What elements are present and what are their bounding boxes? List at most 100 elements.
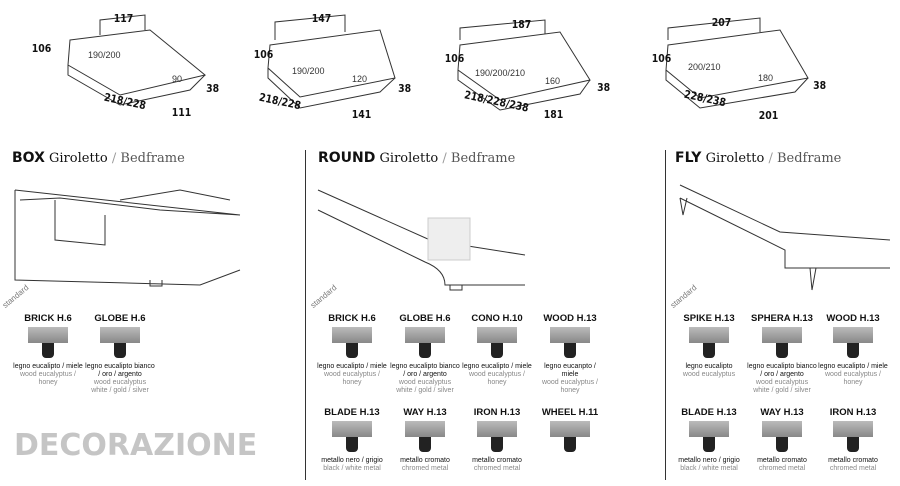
dimension-side: 38 xyxy=(206,82,220,95)
leg-image xyxy=(332,421,372,453)
leg-material-en: chromed metal xyxy=(401,465,449,472)
leg-name: WOOD H.13 xyxy=(826,313,880,324)
dimension-outer-width: 141 xyxy=(351,108,372,121)
leg-image xyxy=(689,327,729,359)
leg-material-en: chromed metal xyxy=(758,465,806,472)
leg-material-en: wood eucalyptus xyxy=(682,371,736,378)
leg-material-it: legno eucalipto xyxy=(685,363,733,370)
leg-image xyxy=(28,327,68,359)
leg-image xyxy=(332,327,372,359)
leg-material-it: metallo cromato xyxy=(757,457,807,464)
leg-material-it: legno eucalipto / miele xyxy=(317,363,387,370)
leg-name: BLADE H.13 xyxy=(681,407,737,418)
leg-material-it: metallo nero / grigio xyxy=(321,457,383,464)
dimension-outer-width: 181 xyxy=(543,108,564,121)
leg-option: SPIKE H.13 legno eucalipto wood eucalypt… xyxy=(674,313,744,379)
leg-material-en: wood eucalyptus / honey xyxy=(323,371,381,386)
leg-image xyxy=(762,327,802,359)
leg-image xyxy=(833,327,873,359)
leg-material-en: wood eucalyptus / honey xyxy=(541,379,599,394)
leg-name: BLADE H.13 xyxy=(324,407,380,418)
dimension-side: 38 xyxy=(398,82,412,95)
leg-name: GLOBE H.6 xyxy=(94,313,146,324)
leg-image xyxy=(100,327,140,359)
leg-material-en: black / white metal xyxy=(680,465,738,472)
section-title-box: BOX Giroletto / Bedframe xyxy=(12,150,185,166)
dimension-height: 106 xyxy=(253,48,274,61)
leg-name: BRICK H.6 xyxy=(328,313,376,324)
leg-name: SPIKE H.13 xyxy=(683,313,735,324)
leg-image xyxy=(477,327,517,359)
leg-option: WAY H.13 metallo cromato chromed metal xyxy=(747,407,817,473)
leg-option: WHEEL H.11 xyxy=(535,407,605,457)
leg-material-it: metallo cromato xyxy=(828,457,878,464)
leg-option: WOOD H.13 legno eucalipto / miele wood e… xyxy=(818,313,888,387)
leg-image xyxy=(477,421,517,453)
leg-material-it: legno eucalipto / miele xyxy=(462,363,532,370)
leg-option: SPHERA H.13 legno eucalipto bianco / oro… xyxy=(747,313,817,395)
dimension-length: 190/200 xyxy=(292,66,325,76)
leg-image xyxy=(762,421,802,453)
dimension-mattress: 120 xyxy=(352,74,368,84)
leg-name: BRICK H.6 xyxy=(24,313,72,324)
leg-image xyxy=(405,421,445,453)
leg-option: IRON H.13 metallo cromato chromed metal xyxy=(818,407,888,473)
leg-image xyxy=(833,421,873,453)
leg-material-it: legno eucalipto / miele xyxy=(818,363,888,370)
leg-material-en: wood eucalyptus white / gold / silver xyxy=(91,379,149,394)
watermark: DECORAZIONE xyxy=(14,428,258,463)
leg-name: CONO H.10 xyxy=(471,313,523,324)
dimension-mattress: 160 xyxy=(545,76,561,86)
leg-material-en: wood eucalyptus / honey xyxy=(468,371,526,386)
leg-option: BLADE H.13 metallo nero / grigio black /… xyxy=(317,407,387,473)
leg-material-en: wood eucalyptus / honey xyxy=(824,371,882,386)
leg-material-it: metallo nero / grigio xyxy=(678,457,740,464)
divider xyxy=(665,150,666,480)
leg-option: GLOBE H.6 legno eucalipto bianco / oro /… xyxy=(85,313,155,395)
leg-material-it: legno eucalipto bianco / oro / argento xyxy=(85,363,155,378)
bed-diagram-2 xyxy=(267,14,396,109)
leg-name: WAY H.13 xyxy=(403,407,447,418)
leg-name: WHEEL H.11 xyxy=(541,407,599,418)
dimension-height: 106 xyxy=(444,52,465,65)
dimension-length: 200/210 xyxy=(688,62,721,72)
round-bedframe-drawing xyxy=(317,189,526,291)
box-bedframe-drawing xyxy=(14,189,241,287)
leg-material-en: black / white metal xyxy=(323,465,381,472)
fly-bedframe-drawing xyxy=(679,184,891,291)
dimension-side: 38 xyxy=(813,79,827,92)
dimension-outer-width: 111 xyxy=(171,106,192,119)
leg-image xyxy=(405,327,445,359)
leg-option: GLOBE H.6 legno eucalipto bianco / oro /… xyxy=(390,313,460,395)
leg-material-it: legno eucalipto bianco / oro / argento xyxy=(747,363,817,378)
leg-option: BRICK H.6 legno eucalipto / miele wood e… xyxy=(317,313,387,387)
bed-diagram-4 xyxy=(665,17,809,109)
leg-option: BRICK H.6 legno eucalipto / miele wood e… xyxy=(13,313,83,387)
leg-material-it: legno eucalipto / miele xyxy=(13,363,83,370)
dimension-height: 106 xyxy=(31,42,52,55)
dimension-height: 106 xyxy=(651,52,672,65)
leg-name: IRON H.13 xyxy=(473,407,521,418)
leg-material-it: metallo cromato xyxy=(400,457,450,464)
section-title-round: ROUND Giroletto / Bedframe xyxy=(318,150,516,166)
dimension-mattress: 90 xyxy=(172,74,183,84)
leg-image xyxy=(550,327,590,359)
bed-diagram-3 xyxy=(457,19,591,111)
leg-material-it: legno eucalipto bianco / oro / argento xyxy=(390,363,460,378)
dimension-width: 207 xyxy=(711,16,732,29)
leg-name: GLOBE H.6 xyxy=(399,313,451,324)
leg-option: WOOD H.13 legno eucanpto / miele wood eu… xyxy=(535,313,605,395)
dimension-width: 147 xyxy=(311,12,332,25)
leg-name: IRON H.13 xyxy=(829,407,877,418)
section-title-fly: FLY Giroletto / Bedframe xyxy=(675,150,842,166)
dimension-length: 190/200/210 xyxy=(475,68,526,78)
leg-material-it: metallo cromato xyxy=(472,457,522,464)
dimension-width: 117 xyxy=(113,12,134,25)
leg-name: WOOD H.13 xyxy=(543,313,597,324)
leg-material-en: wood eucalyptus white / gold / silver xyxy=(396,379,454,394)
leg-material-en: chromed metal xyxy=(473,465,521,472)
leg-material-en: chromed metal xyxy=(829,465,877,472)
leg-option: IRON H.13 metallo cromato chromed metal xyxy=(462,407,532,473)
dimension-width: 187 xyxy=(511,18,532,31)
